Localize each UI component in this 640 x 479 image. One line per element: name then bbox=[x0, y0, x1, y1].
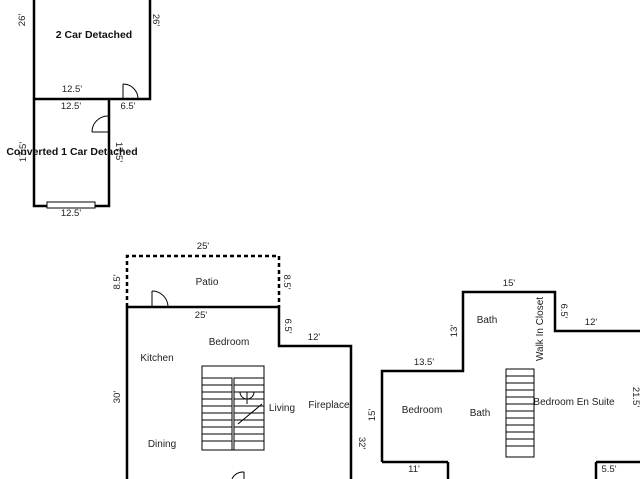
room-label-dining: Dining bbox=[148, 439, 176, 450]
second-floor-dim-13: 13' bbox=[449, 325, 460, 338]
second-floor-dim-6-5: 6.5' bbox=[558, 303, 569, 318]
staircase-icon bbox=[505, 368, 535, 458]
second-floor-dim-21-5: 21.5' bbox=[630, 387, 640, 407]
room-label-fireplace: Fireplace bbox=[308, 400, 350, 411]
window-icon bbox=[46, 201, 96, 209]
first-floor-dim-right: 32' bbox=[356, 437, 367, 450]
staircase-icon bbox=[201, 365, 265, 451]
room-label-bath-lower: Bath bbox=[470, 408, 491, 419]
room-label-bedroom: Bedroom bbox=[402, 405, 443, 416]
second-floor-dim-12: 12' bbox=[585, 317, 598, 328]
second-floor: 15' 13' 6.5' 12' 13.5' 15' 21.5' 11' 5.5… bbox=[367, 278, 640, 479]
first-floor-dim-step-depth: 6.5' bbox=[282, 318, 293, 333]
first-floor: 25' Patio 8.5' 8.5' 25' 6.5' 12' 30' 32' bbox=[112, 241, 367, 479]
second-floor-dim-13-5: 13.5' bbox=[414, 357, 434, 368]
patio-dim-width: 25' bbox=[197, 241, 210, 252]
door-swing-icon bbox=[122, 83, 139, 100]
garage-1car-label: Converted 1 Car Detached bbox=[6, 146, 137, 158]
first-floor-walls bbox=[125, 305, 353, 479]
patio-dim-left: 8.5' bbox=[112, 274, 123, 289]
garage-2car: 2 Car Detached 26' 26' 12.5' bbox=[17, 0, 161, 101]
garage-2car-walls bbox=[32, 0, 152, 101]
first-floor-dim-width: 25' bbox=[195, 310, 208, 321]
room-label-bedroom-en-suite: Bedroom En Suite bbox=[533, 397, 615, 408]
garage-1car-dim-left: 17.5' bbox=[18, 142, 29, 162]
first-floor-dim-step-width: 12' bbox=[308, 332, 321, 343]
room-label-living: Living bbox=[269, 403, 295, 414]
garage-1car-dim-top: 12.5' bbox=[61, 101, 81, 112]
garage-2car-dim-right: 26' bbox=[150, 14, 161, 27]
second-floor-dim-11: 11' bbox=[408, 464, 420, 475]
room-label-walk-in-closet: Walk In Closet bbox=[535, 297, 546, 361]
room-label-bath-upper: Bath bbox=[477, 315, 498, 326]
second-floor-dim-5-5: 5.5' bbox=[601, 464, 616, 475]
second-floor-walls bbox=[380, 290, 640, 462]
second-floor-dim-15: 15' bbox=[367, 409, 378, 422]
room-label-kitchen: Kitchen bbox=[140, 353, 173, 364]
room-label-bedroom: Bedroom bbox=[209, 337, 250, 348]
garage-2car-label: 2 Car Detached bbox=[56, 29, 132, 41]
patio-outline bbox=[125, 254, 281, 307]
patio-dim-right: 8.5' bbox=[281, 274, 292, 289]
garage-2car-dim-left: 26' bbox=[17, 14, 28, 27]
door-swing-icon bbox=[151, 290, 169, 308]
first-floor-dim-left: 30' bbox=[112, 391, 123, 404]
garage-2car-dim-bottom: 12.5' bbox=[62, 84, 82, 95]
garage-1car: 12.5' 6.5' 17.5' 17.5' Converted 1 Car D… bbox=[6, 99, 138, 219]
patio-label: Patio bbox=[196, 277, 219, 288]
garage-1car-dim-right-top: 6.5' bbox=[120, 101, 135, 112]
second-floor-dim-top: 15' bbox=[503, 278, 516, 289]
garage-1car-dim-right: 17.5' bbox=[113, 142, 124, 162]
door-swing-icon bbox=[231, 471, 245, 479]
door-swing-icon bbox=[91, 115, 109, 133]
garage-1car-dim-bottom: 12.5' bbox=[61, 208, 81, 219]
